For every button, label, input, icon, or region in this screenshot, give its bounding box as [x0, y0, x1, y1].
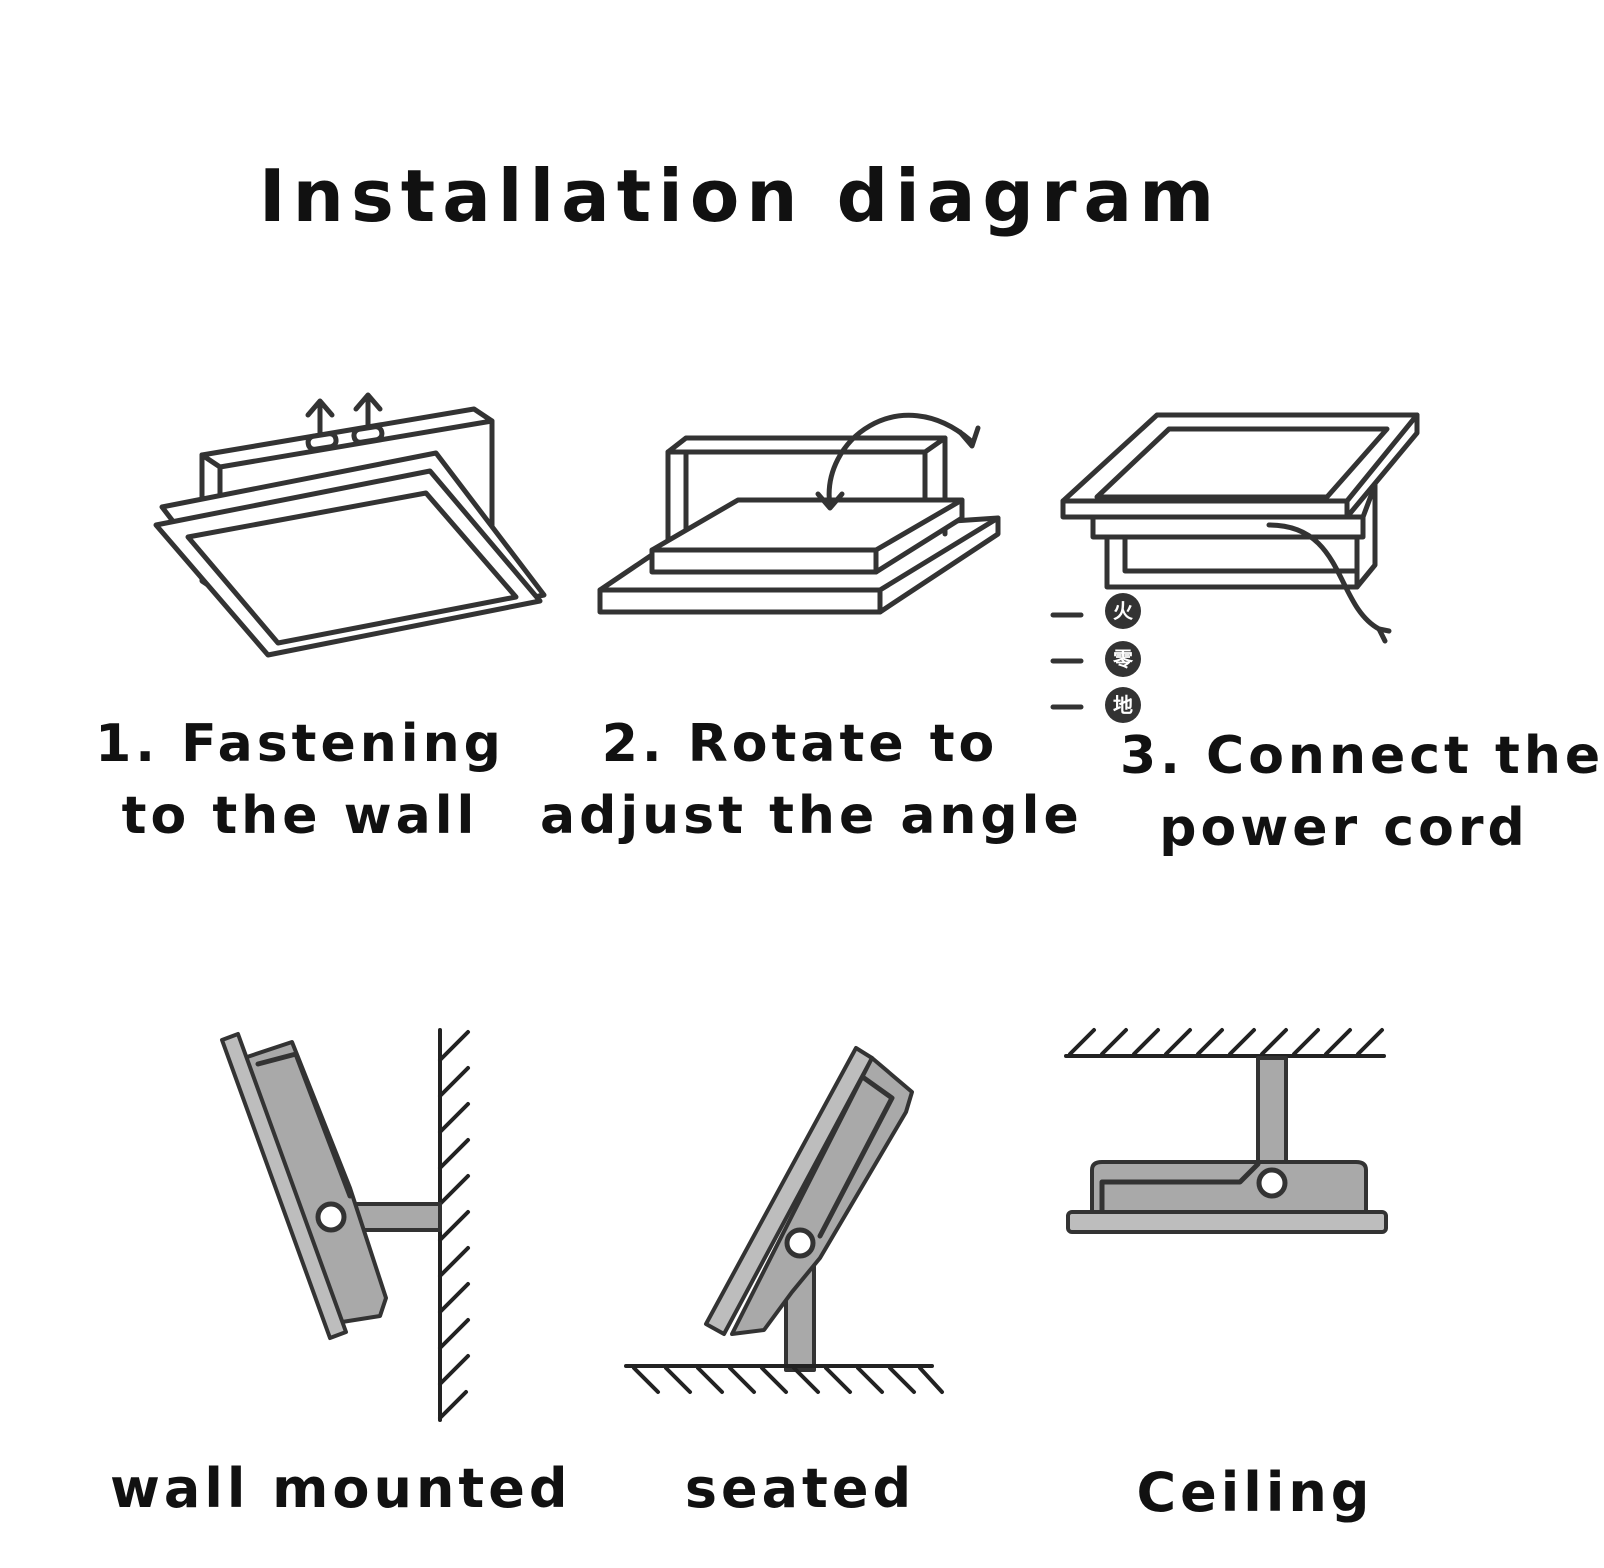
neutral-wire-marker: 零: [1105, 641, 1141, 677]
ceiling-illustration: [1064, 1028, 1388, 1234]
step-2-line-2: adjust the angle: [540, 786, 1083, 846]
diagram-title: Installation diagram: [258, 154, 1222, 238]
live-wire-marker: 火: [1105, 593, 1141, 629]
step-1-label: 1. Fastening to the wall: [60, 718, 540, 862]
svg-text:地: 地: [1113, 693, 1133, 717]
ground-wire-marker: 地: [1105, 687, 1141, 723]
step-1-line-1: 1. Fastening: [95, 714, 505, 774]
step-2-label: 2. Rotate to adjust the angle: [540, 714, 1083, 862]
seated-illustration: [624, 1046, 944, 1394]
step-3-label: 3. Connect the power cord: [1120, 726, 1604, 874]
step-3-line-2: power cord: [1159, 798, 1529, 858]
rotate-illustration: [597, 412, 1001, 615]
svg-text:火: 火: [1113, 599, 1134, 623]
step-2-line-1: 2. Rotate to: [601, 714, 999, 774]
wall-mounted-illustration: [220, 1028, 470, 1422]
power-cord-illustration: 火 零 地: [1050, 412, 1420, 723]
seated-caption: seated: [684, 1457, 916, 1520]
svg-text:零: 零: [1112, 647, 1134, 671]
wall-mounted-caption: wall mounted: [110, 1457, 572, 1520]
fastening-illustration: [153, 392, 547, 658]
ceiling-caption: Ceiling: [1136, 1461, 1374, 1524]
step-3-line-1: 3. Connect the: [1120, 726, 1604, 786]
step-1-line-2: to the wall: [121, 786, 479, 846]
